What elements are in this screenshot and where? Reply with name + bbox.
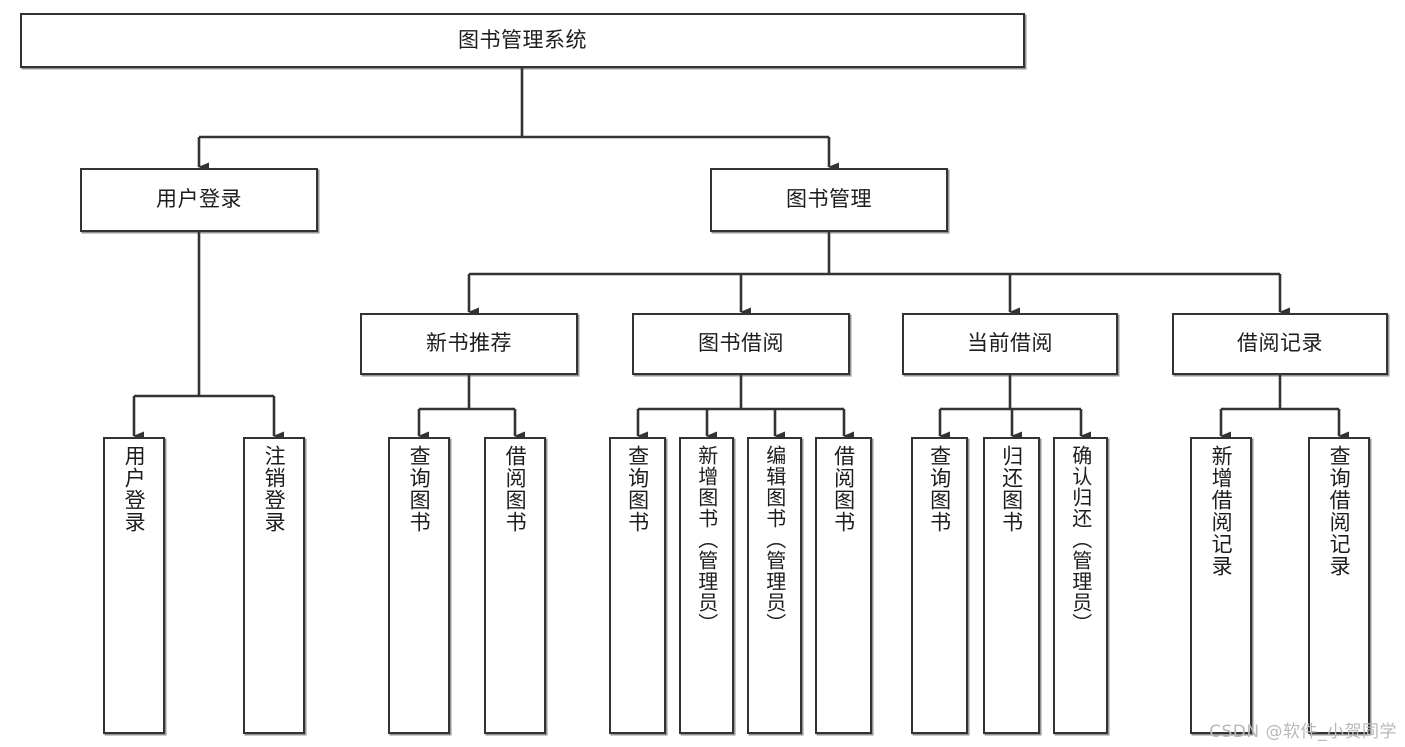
node-label: 确认归还（管理员） [1068, 445, 1093, 634]
node-label: 归还图书 [999, 445, 1024, 533]
node-leaf-edit-book[interactable]: 编辑图书（管理员） [747, 437, 802, 734]
node-label: 用户登录 [122, 445, 147, 533]
node-label: 借阅记录 [1237, 331, 1323, 356]
node-label: 查询图书 [407, 445, 432, 533]
node-leaf-query-book-2[interactable]: 查询图书 [609, 437, 666, 734]
node-leaf-add-record[interactable]: 新增借阅记录 [1190, 437, 1252, 734]
node-label: 图书借阅 [698, 331, 784, 356]
node-leaf-add-book[interactable]: 新增图书（管理员） [679, 437, 734, 734]
node-book-borrow[interactable]: 图书借阅 [632, 313, 850, 375]
node-label: 新增图书（管理员） [694, 445, 719, 634]
node-book-manage[interactable]: 图书管理 [710, 168, 948, 232]
node-label: 借阅图书 [503, 445, 528, 533]
node-leaf-query-record[interactable]: 查询借阅记录 [1308, 437, 1370, 734]
node-leaf-confirm-return[interactable]: 确认归还（管理员） [1053, 437, 1108, 734]
node-new-book-rec[interactable]: 新书推荐 [360, 313, 578, 375]
node-label: 图书管理 [786, 187, 872, 212]
node-leaf-query-book-1[interactable]: 查询图书 [388, 437, 450, 734]
node-label: 新书推荐 [426, 331, 512, 356]
node-leaf-borrow-book-2[interactable]: 借阅图书 [815, 437, 872, 734]
node-label: 当前借阅 [967, 331, 1053, 356]
node-borrow-record[interactable]: 借阅记录 [1172, 313, 1388, 375]
node-label: 借阅图书 [831, 445, 856, 533]
node-label: 查询图书 [927, 445, 952, 533]
csdn-watermark: CSDN @软件_小贺同学 [1209, 722, 1397, 742]
node-label: 查询图书 [625, 445, 650, 533]
node-label: 用户登录 [156, 187, 242, 212]
node-label: 查询借阅记录 [1327, 445, 1352, 577]
node-leaf-logout[interactable]: 注销登录 [243, 437, 305, 734]
node-user-login[interactable]: 用户登录 [80, 168, 318, 232]
node-label: 注销登录 [262, 445, 287, 533]
node-leaf-return-book[interactable]: 归还图书 [983, 437, 1040, 734]
node-leaf-borrow-book-1[interactable]: 借阅图书 [484, 437, 546, 734]
node-label: 编辑图书（管理员） [762, 445, 787, 634]
node-label: 图书管理系统 [458, 27, 587, 52]
node-label: 新增借阅记录 [1209, 445, 1234, 577]
node-leaf-query-book-3[interactable]: 查询图书 [911, 437, 968, 734]
node-root[interactable]: 图书管理系统 [20, 13, 1025, 68]
node-leaf-user-login[interactable]: 用户登录 [103, 437, 165, 734]
node-current-borrow[interactable]: 当前借阅 [902, 313, 1118, 375]
